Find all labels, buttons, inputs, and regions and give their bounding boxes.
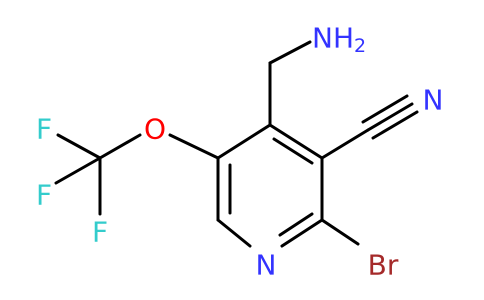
bond-cn-triple-1 bbox=[366, 102, 414, 132]
atom-nitrile-n: N bbox=[423, 84, 444, 117]
atom-ring-n: N bbox=[256, 249, 277, 282]
bond-ch2-n bbox=[268, 40, 312, 65]
bond-o-cf3 bbox=[98, 133, 142, 160]
bond-c3-cn bbox=[320, 128, 370, 160]
atom-oxygen: O bbox=[144, 113, 166, 146]
bond-c5-c4 bbox=[216, 123, 272, 160]
atom-bromine: Br bbox=[368, 249, 399, 282]
bond-c4-c3 bbox=[268, 123, 324, 160]
bond-c2-n1 bbox=[280, 218, 324, 248]
atom-fluorine-3: F bbox=[92, 216, 108, 249]
bond-c-f2 bbox=[54, 156, 102, 185]
atom-amine-n: NH bbox=[312, 22, 354, 55]
bond-c4-c3-inner bbox=[272, 137, 314, 165]
atom-fluorine-2: F bbox=[36, 179, 52, 212]
bond-c2-n1-inner bbox=[278, 212, 314, 237]
atom-amine-subscript: 2 bbox=[354, 35, 366, 57]
bond-cn-triple-3 bbox=[371, 110, 419, 140]
bond-cn-triple-2 bbox=[361, 94, 409, 124]
bond-c2-br bbox=[320, 218, 360, 246]
atom-fluorine-1: F bbox=[36, 113, 52, 146]
bond-c-f1 bbox=[56, 133, 102, 160]
bond-c5-o bbox=[168, 133, 220, 160]
bond-n1-c6 bbox=[216, 218, 252, 248]
